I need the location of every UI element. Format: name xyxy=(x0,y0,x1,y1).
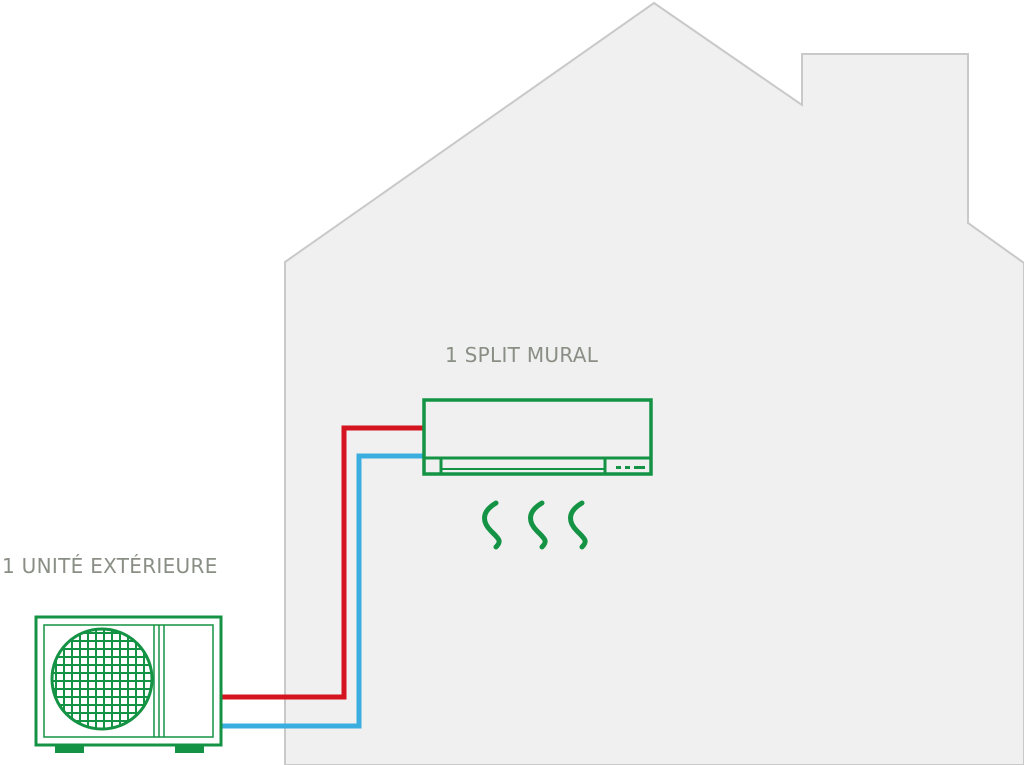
outdoor-foot-left xyxy=(55,745,84,753)
refrigerant-pipes xyxy=(222,425,423,729)
indoor-unit-label: 1 SPLIT MURAL xyxy=(445,343,599,367)
house-outline xyxy=(284,1,1024,765)
split-body xyxy=(422,398,653,476)
wavy-lines-icon xyxy=(482,500,588,550)
outdoor-unit xyxy=(34,615,223,753)
cold-pipe xyxy=(222,453,423,729)
outdoor-unit-label: 1 UNITÉ EXTÉRIEURE xyxy=(2,554,218,578)
split-vent xyxy=(440,457,606,470)
outdoor-body xyxy=(34,615,223,747)
outdoor-foot-right xyxy=(175,745,204,753)
indoor-split-unit xyxy=(422,398,653,476)
hot-pipe xyxy=(222,425,423,700)
fan-grille-icon xyxy=(50,627,154,731)
